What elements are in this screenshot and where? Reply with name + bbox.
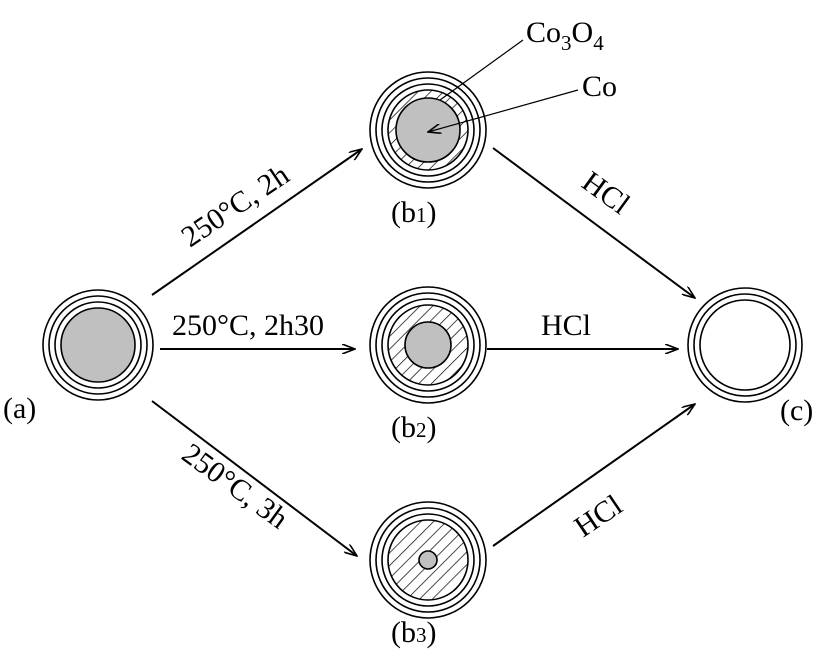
arrow-b3-to-c	[492, 404, 695, 547]
label-b2-to-c: HCl	[541, 309, 591, 342]
stage-label-a: (a)	[3, 392, 36, 425]
particle-b1	[369, 71, 487, 189]
label-b1-to-c: HCl	[576, 165, 636, 221]
particle-c	[687, 287, 803, 403]
particle-a	[42, 289, 154, 401]
co3o4-leader-line	[439, 39, 524, 101]
label-b3-to-c: HCl	[568, 488, 628, 543]
label-a-to-b1: 250°C, 2h	[175, 158, 295, 254]
stage-label-c: (c)	[780, 394, 813, 427]
label-a-to-b2: 250°C, 2h30	[172, 309, 324, 342]
label-a-to-b3: 250°C, 3h	[176, 437, 294, 535]
arrow-a-to-b3	[151, 400, 357, 556]
particle-b2	[369, 286, 487, 404]
particle-b3	[369, 501, 487, 619]
stage-label-b3: (b3)	[391, 616, 437, 649]
stage-label-b2: (b2)	[391, 411, 437, 444]
co3o4-label: Co3O4	[526, 16, 604, 55]
co-leader-line	[428, 89, 579, 132]
arrow-a-to-b1	[151, 149, 362, 296]
stage-label-b1: (b1)	[391, 196, 437, 229]
co-label: Co	[582, 70, 617, 103]
arrow-b1-to-c	[492, 147, 695, 298]
